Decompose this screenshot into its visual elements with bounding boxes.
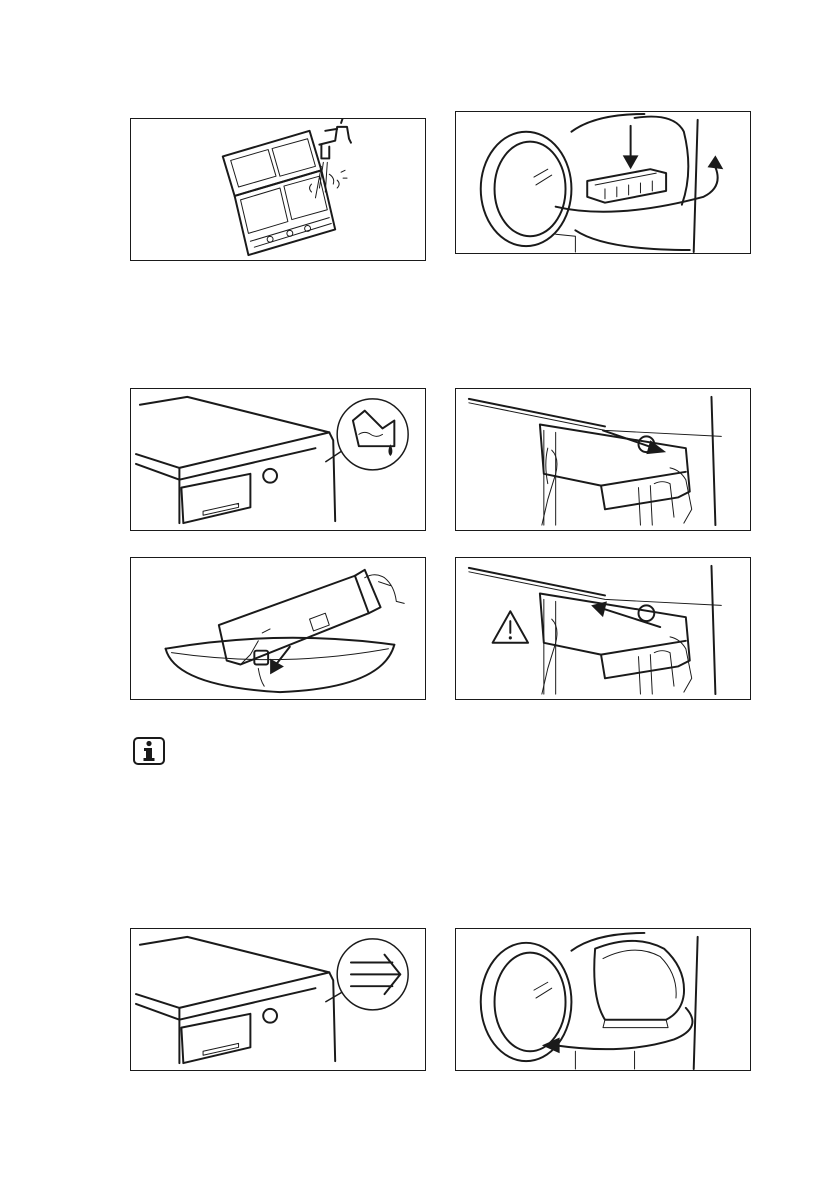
tank-full-indicator-illustration [130, 388, 426, 531]
filter-insert-close-door-illustration [455, 111, 751, 254]
airflow-indicator-illustration [130, 928, 426, 1071]
info-icon [133, 737, 165, 765]
tank-pull-out-illustration [455, 388, 751, 531]
filter-rinse-illustration [130, 118, 426, 261]
tank-push-in-illustration [455, 557, 751, 700]
warning-triangle-icon [493, 611, 528, 643]
tank-empty-illustration [130, 557, 426, 700]
door-close-illustration [455, 928, 751, 1071]
